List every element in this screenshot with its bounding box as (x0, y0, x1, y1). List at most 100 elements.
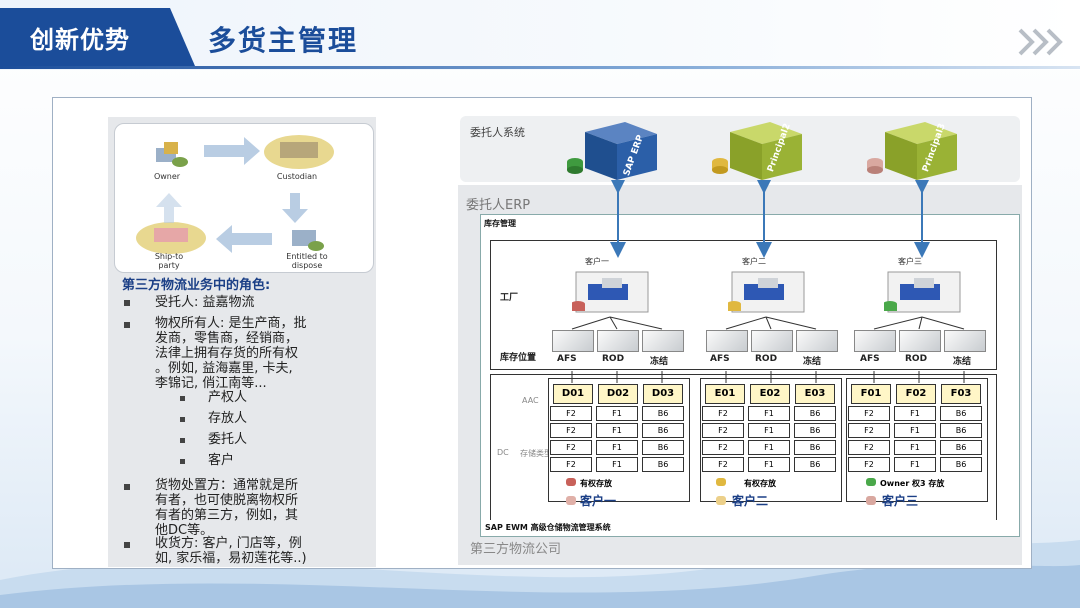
erp-connector-arrows (610, 180, 930, 258)
bin-cell: B6 (794, 423, 836, 438)
bin-cell: F1 (596, 440, 638, 455)
ewm-system-box (480, 520, 1020, 537)
bin-cell: F1 (748, 440, 790, 455)
bin-cell: F1 (894, 440, 936, 455)
loc-label: 冻结 (953, 357, 972, 367)
bin-cell: F2 (702, 423, 744, 438)
bin-cell: F1 (748, 423, 790, 438)
bin-cell: B6 (940, 457, 982, 472)
role-item: 收货方: 客户, 门店等，例 如, 家乐福，易初莲花等..) (155, 536, 307, 566)
section-tab (0, 8, 195, 66)
bin-header: D01 (553, 384, 593, 404)
bin-cell: B6 (794, 406, 836, 421)
bin-cell: F2 (550, 423, 592, 438)
bin-header: E03 (795, 384, 835, 404)
page-title: 多货主管理 (208, 24, 359, 57)
custodian-icon (264, 135, 334, 169)
loc-label: 冻结 (650, 357, 669, 367)
bin-header: D02 (598, 384, 638, 404)
owner-db-icon (866, 478, 876, 486)
stock-label: 有权存放 (744, 479, 776, 488)
ship-to-label: Ship-to party (154, 252, 184, 270)
bin-cell: F2 (848, 457, 890, 472)
bin-cell: F1 (596, 423, 638, 438)
role-item: 物权所有人: 是生产商，批 发商，零售商，经销商， 法律上拥有存货的所有权 。例… (155, 316, 307, 391)
sub-bullet-icon (180, 459, 185, 464)
owner-db-icon (566, 478, 576, 486)
loc-label: AFS (557, 354, 577, 364)
aac-label: AAC (522, 396, 539, 405)
owner-db-icon (716, 478, 726, 486)
storage-loc-icon (642, 330, 684, 352)
role-item: 货物处置方：通常就是所 有者，也可使脱离物权所 有者的第三方，例如，其 他DC等… (155, 478, 299, 538)
customer-db-icon (566, 496, 576, 505)
sub-bullet-icon (180, 438, 185, 443)
flow-arrows (156, 137, 308, 253)
inventory-mgmt-label: 库存管理 (484, 219, 516, 228)
sub-role-item: 委托人 (208, 432, 248, 447)
entitled-label: Entitled to dispose (286, 252, 328, 270)
principal3-cube-icon (867, 122, 957, 180)
factory-icon (884, 271, 961, 313)
bin-cell: B6 (794, 440, 836, 455)
bin-cell: F2 (702, 457, 744, 472)
loc-label: 冻结 (803, 357, 822, 367)
next-chevrons-icon[interactable] (1016, 26, 1066, 58)
sub-bullet-icon (180, 396, 185, 401)
third-party-logistics-label: 第三方物流公司 (470, 542, 562, 557)
bin-cell: B6 (940, 423, 982, 438)
bin-cell: F1 (894, 406, 936, 421)
factory-icon (728, 271, 805, 313)
principal2-cube-icon (712, 122, 802, 180)
customer-top-label: 客户三 (898, 257, 922, 266)
customer-name: 客户三 (882, 494, 919, 508)
bin-header: E02 (750, 384, 790, 404)
bin-cell: F2 (550, 457, 592, 472)
bullet-icon (124, 322, 130, 328)
bin-cell: F2 (702, 406, 744, 421)
principal-system-label: 委托人系统 (470, 126, 525, 139)
bin-header: F02 (896, 384, 936, 404)
bin-cell: B6 (940, 440, 982, 455)
bin-cell: F2 (702, 440, 744, 455)
customer-db-icon (866, 496, 876, 505)
bullet-icon (124, 300, 130, 306)
storage-loc-icon (899, 330, 941, 352)
customer-db-icon (716, 496, 726, 505)
principal-erp-label: 委托人ERP (466, 198, 531, 213)
bin-cell: F2 (848, 423, 890, 438)
loc-label: AFS (710, 354, 730, 364)
bin-cell: F1 (894, 457, 936, 472)
entitled-icon (292, 230, 324, 251)
bin-cell: F2 (550, 440, 592, 455)
bin-header: F01 (851, 384, 891, 404)
bin-cell: F1 (894, 423, 936, 438)
plant-label: 工厂 (500, 293, 519, 303)
owner-label: Owner (153, 172, 181, 181)
bin-cell: B6 (642, 406, 684, 421)
bin-cell: F1 (596, 406, 638, 421)
factory-icon (572, 271, 649, 313)
bin-cell: B6 (940, 406, 982, 421)
loc-label: ROD (905, 354, 928, 364)
stock-label: 有权存放 (580, 479, 612, 488)
customer-top-label: 客户一 (585, 257, 609, 266)
storage-loc-icon (796, 330, 838, 352)
bullet-icon (124, 542, 130, 548)
bin-cell: F1 (748, 457, 790, 472)
custodian-label: Custodian (276, 172, 318, 181)
section-tab-label: 创新优势 (30, 26, 130, 54)
storage-loc-icon (706, 330, 748, 352)
storage-loc-icon (944, 330, 986, 352)
ewm-system-label: SAP EWM 高级仓储物流管理系统 (485, 523, 611, 532)
roles-title: 第三方物流业务中的角色: (122, 278, 271, 293)
bin-cell: B6 (642, 440, 684, 455)
storage-loc-icon (597, 330, 639, 352)
loc-label: ROD (602, 354, 625, 364)
bin-cell: F1 (596, 457, 638, 472)
customer-name: 客户一 (580, 494, 617, 508)
loc-label: ROD (755, 354, 778, 364)
stock-label: Owner 权3 存放 (880, 479, 945, 488)
bin-cell: F2 (848, 440, 890, 455)
customer-name: 客户二 (732, 494, 769, 508)
